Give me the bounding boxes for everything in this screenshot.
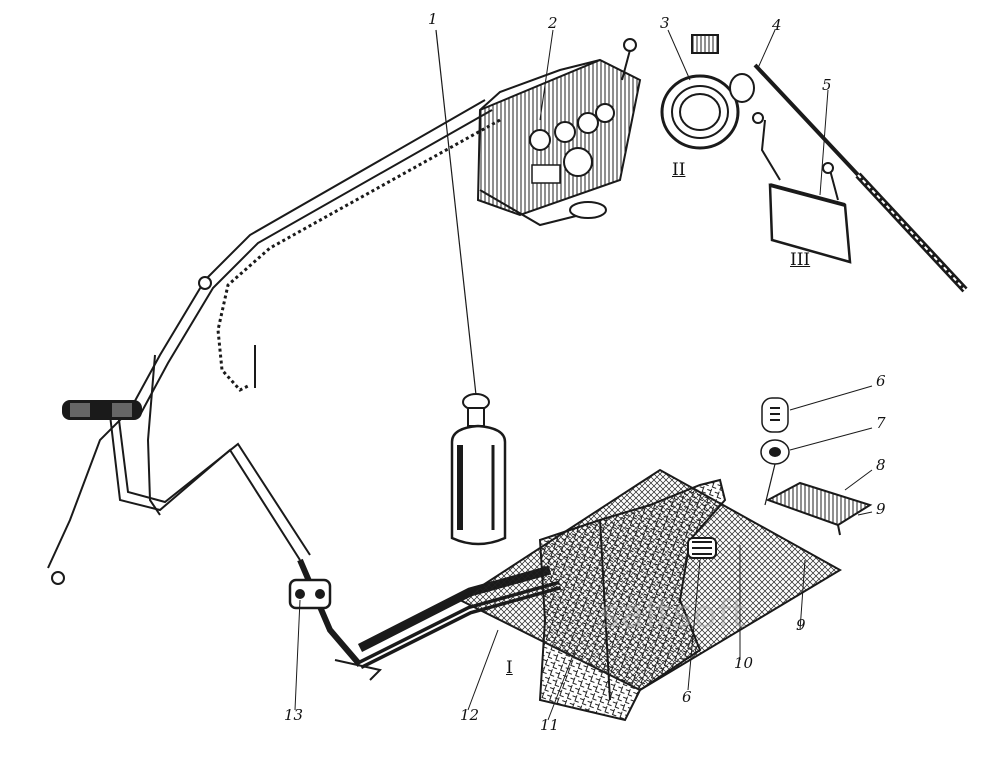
view-label-1: I [506,658,513,678]
callout-10: 10 [734,654,754,672]
callout-9-top: 9 [876,500,886,518]
callout-3: 3 [660,14,670,32]
piping-upper [47,99,501,585]
fan-heater [660,34,755,150]
fire-extinguisher [435,29,507,546]
callout-12: 12 [460,706,480,724]
wiper-arm [753,63,968,293]
callout-4: 4 [772,16,782,34]
callout-11: 11 [540,716,560,734]
watermark: saltsoft [600,592,748,636]
instrument-panel [476,38,642,227]
leader-lines [294,29,873,721]
headlamp-unit [62,400,142,420]
sun-visor [752,112,852,264]
callout-1: 1 [428,10,438,28]
callout-6-bottom: 6 [682,688,692,706]
callout-13: 13 [284,706,304,724]
callout-7: 7 [876,414,886,432]
pedal-spring [687,537,717,559]
callout-2: 2 [548,14,558,32]
callout-8: 8 [876,456,886,474]
view-label-2: II [672,160,686,180]
callout-9-bottom: 9 [796,616,806,634]
callout-5: 5 [822,76,832,94]
callout-6-top: 6 [876,372,886,390]
view-label-3: III [790,250,811,270]
detail-parts [760,397,873,536]
